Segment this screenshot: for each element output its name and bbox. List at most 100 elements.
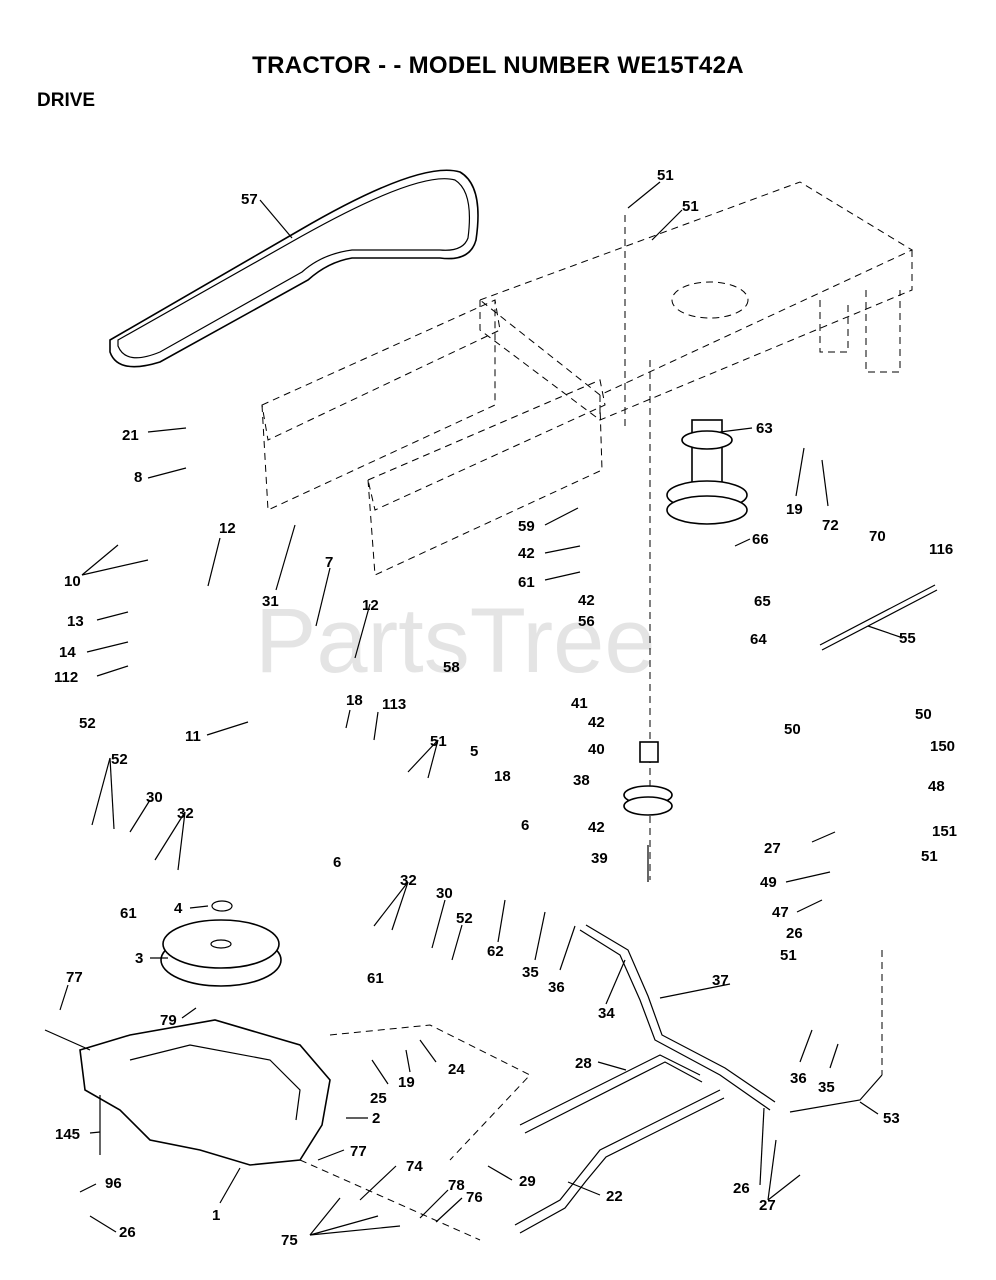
callout-5: 5 [470,743,478,760]
callout-28: 28 [575,1055,592,1072]
callout-12: 12 [362,597,379,614]
callout-37: 37 [712,972,729,989]
transaxle-illustration [44,1019,331,1166]
callout-30: 30 [146,789,163,806]
callout-14: 14 [59,644,76,661]
callout-12: 12 [219,520,236,537]
callout-70: 70 [869,528,886,545]
callout-22: 22 [606,1188,623,1205]
callout-leaders [59,181,904,1236]
callout-65: 65 [754,593,771,610]
callout-48: 48 [928,778,945,795]
callout-53: 53 [883,1110,900,1127]
assembly-dash-line-2 [299,1159,481,1241]
callout-72: 72 [822,517,839,534]
callout-49: 49 [760,874,777,891]
callout-42: 42 [588,819,605,836]
callout-labels: 57 51 51 63 19 72 70 116 21 8 12 10 31 7… [54,167,957,1249]
callout-112: 112 [54,669,78,686]
section-label: DRIVE [37,90,96,111]
callout-27: 27 [759,1197,776,1214]
callout-59: 59 [518,518,535,535]
callout-4: 4 [174,900,183,917]
callout-29: 29 [519,1173,536,1190]
callout-32: 32 [177,805,194,822]
callout-63: 63 [756,420,773,437]
assembly-dash-line-1 [329,1024,531,1161]
drive-belt-illustration [109,169,479,368]
callout-42: 42 [578,592,595,609]
callout-52: 52 [456,910,473,927]
callout-31: 31 [262,593,279,610]
callout-79: 79 [160,1012,177,1029]
callout-62: 62 [487,943,504,960]
callout-55: 55 [899,630,916,647]
callout-96: 96 [105,1175,122,1192]
callout-113: 113 [382,696,406,713]
callout-38: 38 [573,772,590,789]
callout-50: 50 [784,721,801,738]
callout-41: 41 [571,695,588,712]
callout-52: 52 [79,715,96,732]
callout-19: 19 [398,1074,415,1091]
callout-151: 151 [932,823,957,840]
callout-78: 78 [448,1177,465,1194]
callout-18: 18 [346,692,363,709]
callout-18: 18 [494,768,511,785]
callout-61: 61 [367,970,384,987]
callout-25: 25 [370,1090,387,1107]
callout-6: 6 [521,817,529,834]
linkage-rods-illustration [514,924,883,1234]
callout-39: 39 [591,850,608,867]
callout-56: 56 [578,613,595,630]
callout-47: 47 [772,904,789,921]
callout-74: 74 [406,1158,423,1175]
main-pulley-illustration [160,900,282,987]
callout-77: 77 [350,1143,367,1160]
callout-50: 50 [915,706,932,723]
page-title: TRACTOR - - MODEL NUMBER WE15T42A [252,52,744,79]
callout-8: 8 [134,469,142,486]
tractor-frame-illustration [261,181,914,576]
callout-13: 13 [67,613,84,630]
callout-58: 58 [443,659,460,676]
callout-7: 7 [325,554,333,571]
callout-30: 30 [436,885,453,902]
callout-77: 77 [66,969,83,986]
callout-64: 64 [750,631,767,648]
upper-pulley-illustration [666,419,748,525]
callout-2: 2 [372,1110,380,1127]
callout-10: 10 [64,573,81,590]
callout-51: 51 [682,198,699,215]
callout-36: 36 [790,1070,807,1087]
callout-36: 36 [548,979,565,996]
callout-42: 42 [518,545,535,562]
callout-3: 3 [135,950,143,967]
callout-1: 1 [212,1207,220,1224]
callout-66: 66 [752,531,769,548]
callout-150: 150 [930,738,955,755]
spring-illustration [819,584,938,651]
callout-42: 42 [588,714,605,731]
callout-52: 52 [111,751,128,768]
callout-51: 51 [921,848,938,865]
callout-51: 51 [657,167,674,184]
callout-19: 19 [786,501,803,518]
callout-26: 26 [733,1180,750,1197]
callout-51: 51 [780,947,797,964]
callout-40: 40 [588,741,605,758]
callout-35: 35 [522,964,539,981]
callout-61: 61 [120,905,137,922]
callout-32: 32 [400,872,417,889]
callout-35: 35 [818,1079,835,1096]
watermark: PartsTree [255,590,655,692]
callout-61: 61 [518,574,535,591]
callout-26: 26 [786,925,803,942]
callout-116: 116 [929,541,953,558]
callout-75: 75 [281,1232,298,1249]
callout-11: 11 [185,728,201,745]
callout-6: 6 [333,854,341,871]
callout-24: 24 [448,1061,465,1078]
callout-145: 145 [55,1126,80,1143]
